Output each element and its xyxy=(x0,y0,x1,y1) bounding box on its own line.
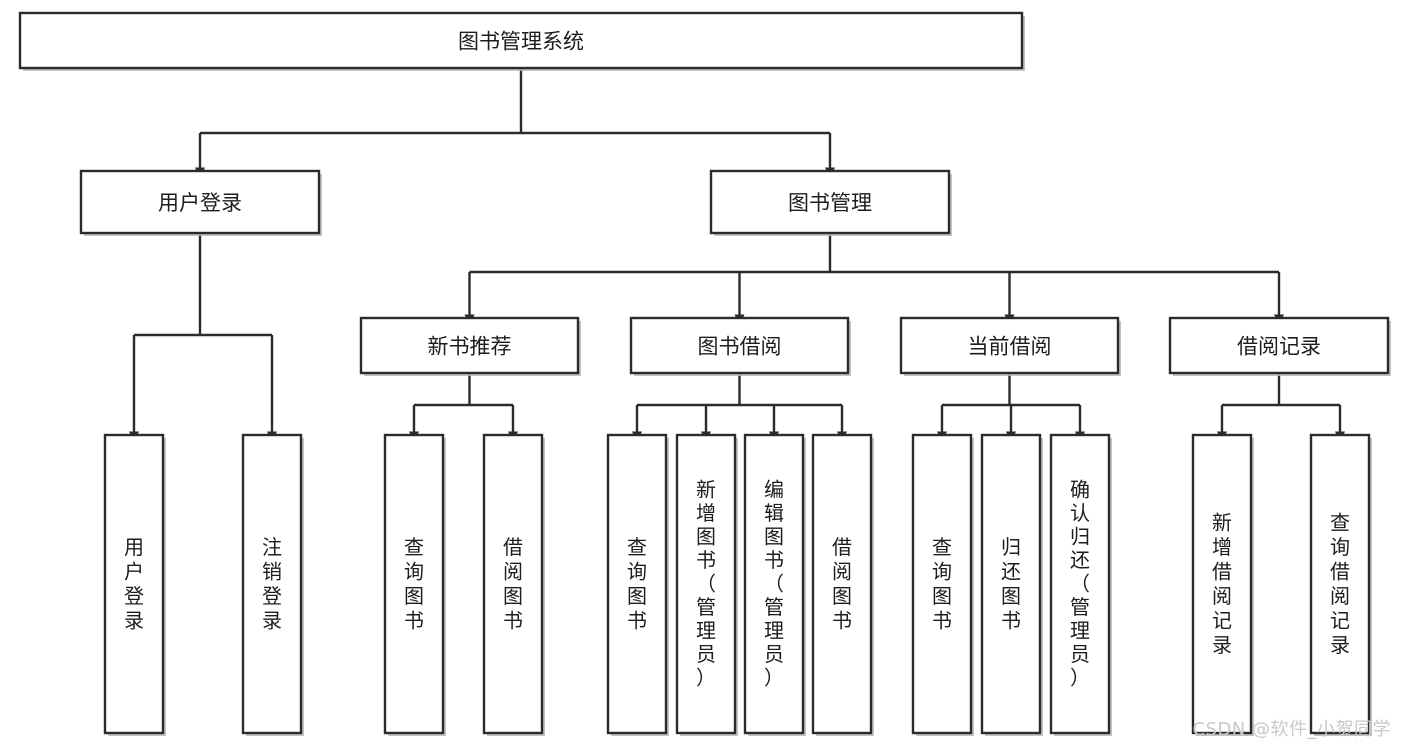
node-label: 确认归还（管理员） xyxy=(1070,478,1090,690)
node-label: 新增图书（管理员） xyxy=(696,478,716,690)
node-leaf-borrow-book-2[interactable]: 借阅图书 xyxy=(811,433,874,736)
node-label: 查询图书 xyxy=(932,535,952,633)
node-leaf-query-book-1[interactable]: 查询图书 xyxy=(383,433,446,736)
node-label: 查询图书 xyxy=(404,535,424,633)
node-leaf-user-logout[interactable]: 注销登录 xyxy=(241,433,304,736)
node-leaf-query-record[interactable]: 查询借阅记录 xyxy=(1309,433,1372,736)
node-label: 当前借阅 xyxy=(968,335,1052,359)
node-leaf-edit-book[interactable]: 编辑图书（管理员） xyxy=(743,433,806,736)
node-current-borrow[interactable]: 当前借阅 xyxy=(899,316,1121,376)
node-borrow-record[interactable]: 借阅记录 xyxy=(1168,316,1391,376)
csdn-watermark: CSDN @软件_小贺同学 xyxy=(1192,719,1391,740)
node-label: 图书借阅 xyxy=(698,335,782,359)
nodes-layer: 图书管理系统用户登录用户登录注销登录图书管理新书推荐查询图书借阅图书图书借阅查询… xyxy=(18,11,1391,736)
connectors-layer xyxy=(129,68,1345,443)
node-leaf-query-book-3[interactable]: 查询图书 xyxy=(911,433,974,736)
node-leaf-add-record[interactable]: 新增借阅记录 xyxy=(1191,433,1254,736)
node-label: 借阅图书 xyxy=(832,535,852,633)
node-label: 用户登录 xyxy=(124,535,144,633)
node-label: 编辑图书（管理员） xyxy=(764,478,784,690)
node-leaf-confirm-return[interactable]: 确认归还（管理员） xyxy=(1049,433,1112,736)
node-root[interactable]: 图书管理系统 xyxy=(18,11,1025,71)
node-book-borrow[interactable]: 图书借阅 xyxy=(629,316,851,376)
node-book-manage[interactable]: 图书管理 xyxy=(709,169,952,236)
node-label: 借阅记录 xyxy=(1237,335,1321,359)
node-leaf-user-login[interactable]: 用户登录 xyxy=(103,433,166,736)
node-label: 查询图书 xyxy=(627,535,647,633)
node-label: 归还图书 xyxy=(1001,535,1021,633)
node-leaf-borrow-book-1[interactable]: 借阅图书 xyxy=(482,433,545,736)
node-new-book-recommend[interactable]: 新书推荐 xyxy=(359,316,581,376)
node-label: 图书管理 xyxy=(788,191,872,215)
node-label: 图书管理系统 xyxy=(458,30,584,54)
node-leaf-add-book[interactable]: 新增图书（管理员） xyxy=(675,433,738,736)
node-label: 借阅图书 xyxy=(503,535,523,633)
node-label: 注销登录 xyxy=(262,535,282,633)
node-label: 查询借阅记录 xyxy=(1330,511,1350,658)
node-label: 用户登录 xyxy=(158,191,242,215)
node-leaf-query-book-2[interactable]: 查询图书 xyxy=(606,433,669,736)
node-label: 新书推荐 xyxy=(428,335,512,359)
node-label: 新增借阅记录 xyxy=(1212,511,1232,658)
node-leaf-return-book[interactable]: 归还图书 xyxy=(980,433,1043,736)
node-user-login[interactable]: 用户登录 xyxy=(79,169,322,236)
